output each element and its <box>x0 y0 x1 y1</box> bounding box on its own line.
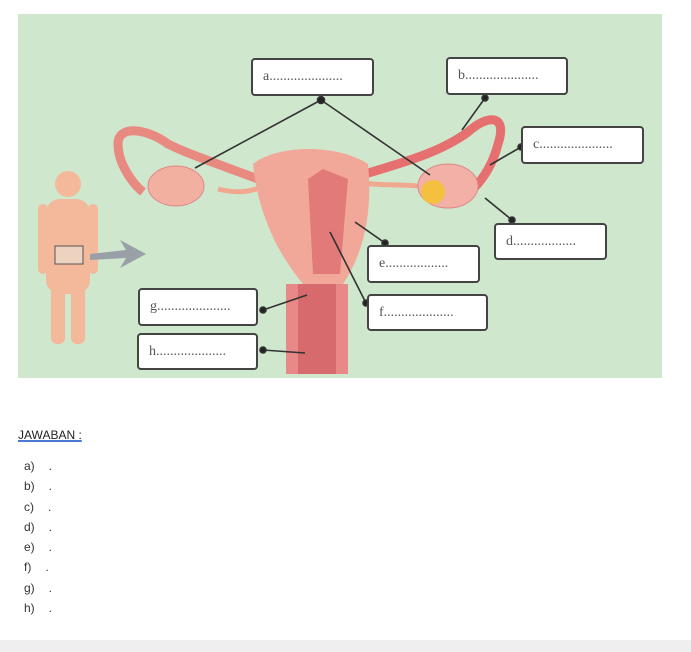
answer-value[interactable]: . <box>48 540 53 555</box>
answer-key: e) <box>24 540 35 555</box>
answers-title: JAWABAN : <box>18 428 82 442</box>
answer-key: d) <box>24 519 35 534</box>
label-box-e[interactable]: e.................. <box>367 245 480 283</box>
answer-item[interactable]: f). <box>24 560 52 580</box>
footer-bar <box>0 640 691 652</box>
answer-value[interactable]: . <box>45 560 49 575</box>
label-box-h[interactable]: h.................... <box>137 333 258 370</box>
label-box-g[interactable]: g..................... <box>138 288 258 326</box>
arrow-icon <box>90 240 146 268</box>
answer-value[interactable]: . <box>48 580 53 595</box>
label-box-c[interactable]: c..................... <box>521 126 644 164</box>
answer-key: a) <box>24 459 35 473</box>
answer-value[interactable]: . <box>48 601 53 616</box>
answer-value[interactable]: . <box>48 519 53 534</box>
answer-value[interactable]: . <box>48 459 53 473</box>
answer-item[interactable]: d). <box>24 520 52 540</box>
label-box-d[interactable]: d.................. <box>494 223 607 260</box>
answer-list: a). b). c). d). e). f). g). h). <box>24 459 52 621</box>
answer-item[interactable]: c). <box>24 500 52 520</box>
answer-item[interactable]: g). <box>24 581 52 601</box>
answer-item[interactable]: a). <box>24 459 52 479</box>
uterus-illustration <box>38 94 525 374</box>
answer-item[interactable]: b). <box>24 479 52 499</box>
answer-key: f) <box>24 560 32 575</box>
label-box-a[interactable]: a..................... <box>251 58 374 96</box>
answer-key: g) <box>24 580 35 595</box>
reproductive-diagram: a..................... b................… <box>18 14 662 378</box>
answer-item[interactable]: h). <box>24 601 52 621</box>
label-box-f[interactable]: f.................... <box>367 294 488 331</box>
answer-value[interactable]: . <box>48 499 52 514</box>
highlight-box <box>54 245 84 265</box>
answer-item[interactable]: e). <box>24 540 52 560</box>
answer-key: h) <box>24 601 35 616</box>
answer-key: b) <box>24 479 35 494</box>
label-box-b[interactable]: b..................... <box>446 57 568 95</box>
answer-key: c) <box>24 499 34 514</box>
answer-value[interactable]: . <box>48 479 53 494</box>
